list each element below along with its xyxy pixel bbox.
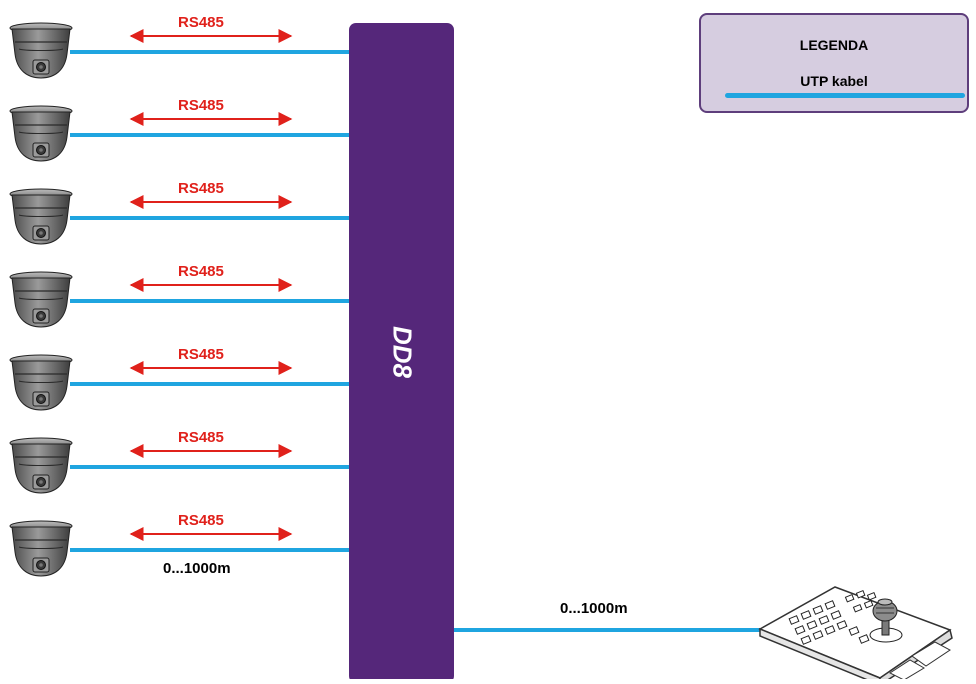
dome-camera-icon (9, 188, 73, 245)
legend-item-label: UTP kabel (800, 73, 868, 89)
dome-camera-icon (9, 520, 73, 577)
camera-link-row (9, 437, 349, 494)
dd8-label: DD8 (387, 325, 418, 379)
rs485-label: RS485 (178, 97, 224, 114)
dd8-device (349, 23, 454, 683)
dome-camera-icon (9, 105, 73, 162)
ptz-keyboard-controller-icon (758, 586, 953, 684)
camera-distance-label: 0...1000m (163, 560, 231, 577)
legend-box: LEGENDA UTP kabel (699, 13, 969, 113)
camera-links (9, 22, 349, 577)
dome-camera-icon (9, 271, 73, 328)
camera-link-row (9, 354, 349, 411)
dome-camera-icon (9, 22, 73, 79)
rs485-label: RS485 (178, 180, 224, 197)
camera-link-row (9, 520, 349, 577)
legend-cable-swatch (725, 93, 965, 98)
rs485-label: RS485 (178, 14, 224, 31)
rs485-label: RS485 (178, 263, 224, 280)
camera-link-row (9, 271, 349, 328)
rs485-label: RS485 (178, 512, 224, 529)
rs485-label: RS485 (178, 429, 224, 446)
controller-distance-label: 0...1000m (560, 600, 628, 617)
camera-link-row (9, 188, 349, 245)
dome-camera-icon (9, 354, 73, 411)
camera-link-row (9, 22, 349, 79)
legend-title: LEGENDA (799, 37, 869, 53)
dome-camera-icon (9, 437, 73, 494)
rs485-label: RS485 (178, 346, 224, 363)
camera-link-row (9, 105, 349, 162)
